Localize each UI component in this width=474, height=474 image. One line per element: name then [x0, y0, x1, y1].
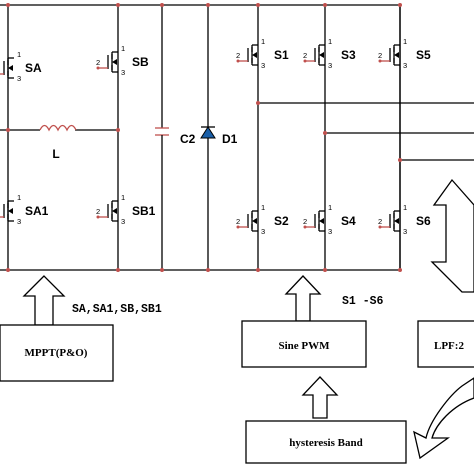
- switch-label-s2: S2: [274, 214, 289, 228]
- junction-node: [398, 268, 402, 272]
- switch-label-s6: S6: [416, 214, 431, 228]
- mosfet-s4: 1 2 3 S4: [303, 203, 356, 236]
- pin-number: 1: [121, 44, 125, 53]
- pin-number: 3: [261, 227, 265, 236]
- switch-label-s3: S3: [341, 48, 356, 62]
- pin-number: 1: [403, 37, 407, 46]
- pin-number: 1: [261, 203, 265, 212]
- inductor-l: L: [39, 124, 77, 161]
- mosfet-s1: 1 2 3 S1: [236, 37, 289, 70]
- pin-number: 1: [17, 50, 21, 59]
- pin-number: 1: [17, 193, 21, 202]
- boost-gate-arrow: [22, 275, 66, 326]
- lpf-label: LPF:2: [434, 340, 464, 352]
- switch-label-sa: SA: [25, 61, 42, 75]
- junction-node: [323, 268, 327, 272]
- mosfet-s5: 1 2 3 S5: [378, 37, 431, 70]
- pin-number: 2: [96, 58, 100, 67]
- pin-number: 1: [121, 193, 125, 202]
- pin-number: 2: [303, 51, 307, 60]
- switch-label-s5: S5: [416, 48, 431, 62]
- diode-label: D1: [222, 132, 238, 146]
- pin-number: 1: [328, 203, 332, 212]
- pin-number: 3: [328, 61, 332, 70]
- switch-label-sb1: SB1: [132, 204, 156, 218]
- switch-group: 123SA123SB123SA1123SB1123S1123S3123S5123…: [0, 37, 431, 236]
- sine-pwm-block: [241, 320, 367, 368]
- pin-number: 2: [96, 207, 100, 216]
- pin-number: 2: [303, 217, 307, 226]
- junction-node: [398, 158, 402, 162]
- capacitor-label: C2: [180, 132, 196, 146]
- sine-pwm-label: Sine PWM: [278, 340, 330, 352]
- boost-gate-signals: SA,SA1,SB,SB1: [72, 303, 162, 316]
- junction-node: [256, 101, 260, 105]
- mosfet-s6: 1 2 3 S6: [378, 203, 431, 236]
- mosfet-sb1: 1 2 3 SB1: [96, 193, 156, 226]
- junction-node: [116, 128, 120, 132]
- pin-number: 3: [403, 227, 407, 236]
- power-wiring: [0, 4, 474, 271]
- mosfet-s2: 1 2 3 S2: [236, 203, 289, 236]
- junction-nodes: [6, 3, 402, 272]
- junction-node: [160, 268, 164, 272]
- junction-node: [116, 3, 120, 7]
- lpf-to-hysteresis-arrow: [413, 377, 474, 460]
- junction-node: [256, 3, 260, 7]
- hysteresis-block: [245, 420, 407, 464]
- inductor-label: L: [52, 147, 59, 161]
- hysteresis-to-pwm-arrow: [301, 376, 339, 419]
- mosfet-sa1: 123SA1: [0, 193, 49, 226]
- junction-node: [256, 268, 260, 272]
- junction-node: [6, 128, 10, 132]
- mppt-label: MPPT(P&O): [25, 347, 88, 359]
- capacitor-c2: C2: [155, 5, 196, 270]
- junction-node: [6, 268, 10, 272]
- pin-number: 1: [403, 203, 407, 212]
- inverter-gate-arrow: [284, 275, 322, 322]
- junction-node: [206, 3, 210, 7]
- inverter-gate-signals: S1 -S6: [342, 295, 384, 308]
- mosfet-sb: 1 2 3 SB: [96, 44, 149, 77]
- mppt-block: [0, 324, 114, 382]
- mosfet-s3: 1 2 3 S3: [303, 37, 356, 70]
- junction-node: [323, 131, 327, 135]
- pin-number: 2: [378, 51, 382, 60]
- junction-node: [323, 3, 327, 7]
- junction-node: [6, 3, 10, 7]
- pin-number: 1: [328, 37, 332, 46]
- pin-number: 3: [121, 68, 125, 77]
- switch-label-s4: S4: [341, 214, 356, 228]
- pin-number: 3: [17, 217, 21, 226]
- junction-node: [116, 268, 120, 272]
- pin-number: 3: [121, 217, 125, 226]
- pin-number: 3: [403, 61, 407, 70]
- junction-node: [206, 268, 210, 272]
- pin-number: 2: [378, 217, 382, 226]
- pin-number: 3: [328, 227, 332, 236]
- lpf-block: [417, 320, 474, 368]
- switch-label-sa1: SA1: [25, 204, 49, 218]
- hysteresis-label: hysteresis Band: [289, 437, 362, 449]
- junction-node: [160, 3, 164, 7]
- junction-node: [398, 3, 402, 7]
- output-feedback-arrow: [430, 178, 474, 293]
- switch-label-s1: S1: [274, 48, 289, 62]
- pin-number: 1: [261, 37, 265, 46]
- switch-label-sb: SB: [132, 55, 149, 69]
- diode-d1: D1: [200, 5, 238, 270]
- pin-number: 2: [236, 51, 240, 60]
- pin-number: 3: [261, 61, 265, 70]
- mosfet-sa: 123SA: [0, 50, 42, 83]
- pin-number: 2: [236, 217, 240, 226]
- pin-number: 3: [17, 74, 21, 83]
